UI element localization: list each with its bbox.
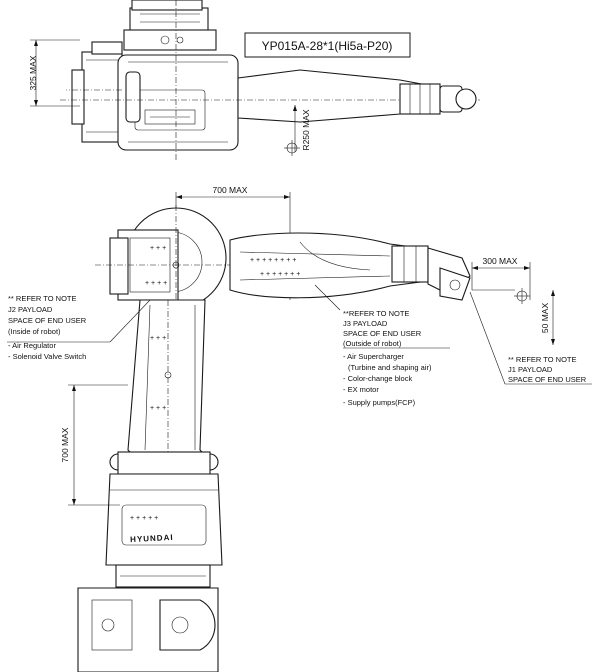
texture-marks: + + + + + + + + + + + + + + + + + + + + … [130,245,300,522]
note-j3-item: - Supply pumps(FCP) [343,398,416,407]
top-view [30,0,480,160]
svg-text:+ + + +: + + + + [145,280,167,287]
svg-text:+ + +: + + + [150,335,166,342]
dimension-side-height: 325 MAX [28,55,38,90]
note-j3-line: J3 PAYLOAD [343,319,388,328]
dimension-end-height: 50 MAX [540,303,550,334]
note-j1: ** REFER TO NOTE J1 PAYLOAD SPACE OF END… [469,291,592,385]
model-label: YP015A-28*1(Hi5a-P20) [262,39,393,53]
note-j3-item: - Color-change block [343,374,412,383]
note-j2-line: J2 PAYLOAD [8,305,53,314]
note-j2-item: - Solenoid Valve Switch [8,352,86,361]
note-j2-line: SPACE OF END USER [8,316,87,325]
brand-label: HYUNDAI [130,533,174,544]
svg-text:+ + + + + + +: + + + + + + + [260,271,300,278]
svg-text:+ + + + + + + +: + + + + + + + + [250,257,296,264]
svg-text:+ + +: + + + [150,245,166,252]
note-j2-item: - Air Regulator [8,341,56,350]
note-j2: ** REFER TO NOTE J2 PAYLOAD SPACE OF END… [7,294,151,361]
note-j2-line: (Inside of robot) [8,327,61,336]
note-j3: **REFER TO NOTE J3 PAYLOAD SPACE OF END … [314,284,450,407]
dimension-j2-height: 700 MAX [60,427,70,462]
note-j3-line: SPACE OF END USER [343,329,422,338]
note-j3-line: (Outside of robot) [343,339,402,348]
note-j1-line: ** REFER TO NOTE [508,355,577,364]
note-j1-line: J1 PAYLOAD [508,365,553,374]
note-j3-line: **REFER TO NOTE [343,309,409,318]
note-j3-item: - Air Supercharger [343,352,404,361]
front-view [68,192,555,672]
note-j1-line: SPACE OF END USER [508,375,587,384]
note-j2-line: ** REFER TO NOTE [8,294,77,303]
dimension-wrist-width: 300 MAX [483,256,518,266]
note-j3-item: - EX motor [343,385,379,394]
model-label-box [244,32,411,58]
dimension-radius: R250 MAX [301,109,311,150]
svg-text:+ + +: + + + [150,405,166,412]
note-j3-item: (Turbine and shaping air) [348,363,432,372]
dimension-arm-width: 700 MAX [213,185,248,195]
svg-text:+ + + + +: + + + + + [130,515,158,522]
